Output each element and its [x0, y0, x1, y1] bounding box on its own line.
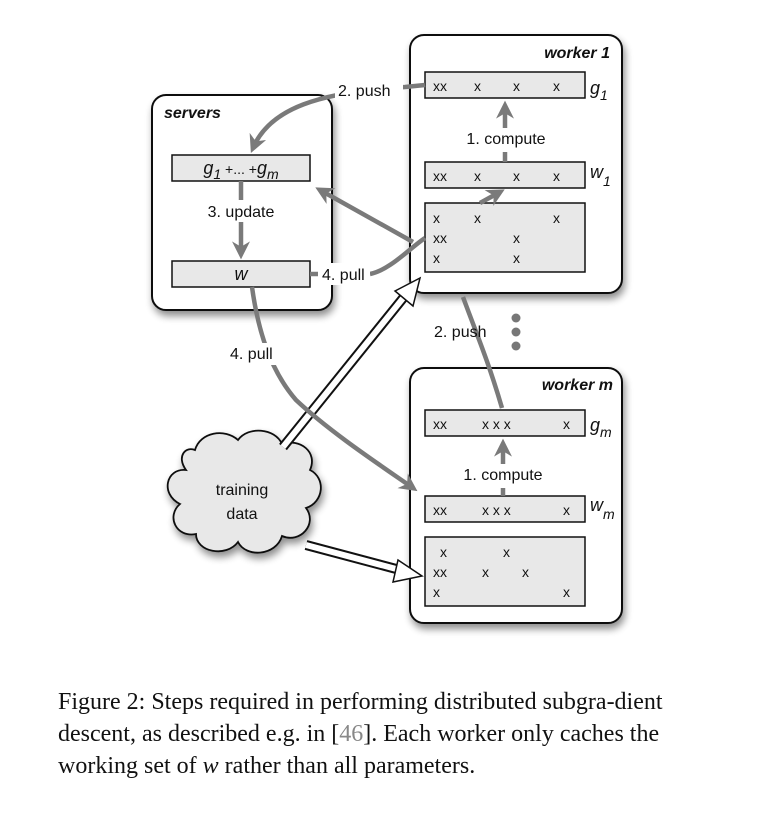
- weights-box: [171, 260, 311, 288]
- svg-text:x: x: [503, 544, 510, 560]
- worker-1-data-cells: x x x xx x x x: [433, 210, 560, 266]
- worker-1-g-label: g1: [590, 78, 608, 103]
- worker-1-w-label: w1: [590, 162, 611, 189]
- data-to-worker-m-arrow: [304, 540, 424, 583]
- svg-text:xx: xx: [433, 78, 447, 94]
- svg-text:x x x: x x x: [482, 502, 511, 518]
- caption-variable: w: [202, 753, 219, 779]
- worker-m-gradient-row: xx x x x x: [433, 416, 570, 432]
- svg-text:x: x: [513, 78, 520, 94]
- data-to-worker-1-arrow: [279, 276, 422, 451]
- worker-1-data-box: [424, 202, 586, 273]
- worker-1-node: worker 1 xx x x x g1 1. compute xx x x x…: [409, 34, 623, 294]
- flow-edges: [232, 82, 514, 496]
- svg-text:x: x: [513, 230, 520, 246]
- worker-m-node: worker m xx x x x x gm 1. compute xx x x…: [409, 367, 623, 624]
- svg-text:x: x: [474, 78, 481, 94]
- pull-m-label: 4. pull: [230, 346, 273, 363]
- svg-text:x x x: x x x: [482, 416, 511, 432]
- servers-title: servers: [164, 105, 221, 122]
- push-m-edge: [460, 296, 505, 409]
- svg-text:x: x: [553, 168, 560, 184]
- svg-text:x: x: [553, 210, 560, 226]
- caption-prefix: Figure 2: Steps required in performing d…: [58, 689, 663, 747]
- worker-m-weights-row: xx x x x x: [433, 502, 570, 518]
- training-data-label-2: data: [226, 506, 257, 523]
- worker-1-to-server-edge: [315, 187, 415, 244]
- distributed-subgradient-diagram: servers g1 +... +gm w worker 1 xx x x x …: [151, 34, 623, 624]
- svg-text:xx: xx: [433, 168, 447, 184]
- push-1-label: 2. push: [338, 83, 390, 100]
- svg-text:x: x: [553, 78, 560, 94]
- worker-1-gradient-row: xx x x x: [433, 78, 560, 94]
- gradient-sum-box: [171, 154, 311, 182]
- pull-1-label: 4. pull: [322, 267, 365, 284]
- svg-text:x: x: [513, 168, 520, 184]
- worker-m-data-cells: x x xx x x x x: [433, 544, 570, 600]
- gradient-sum-label: g1 +... +gm: [203, 158, 279, 182]
- worker-m-gradient-box: [424, 409, 586, 437]
- worker-m-weights-box: [424, 495, 586, 523]
- worker-1-compute-label: 1. compute: [466, 131, 545, 148]
- pull-m-edge: [249, 286, 418, 492]
- worker-1-weights-row: xx x x x: [433, 168, 560, 184]
- worker-m-w-label: wm: [590, 495, 615, 522]
- figure-caption: Figure 2: Steps required in performing d…: [58, 686, 738, 782]
- worker-m-title: worker m: [542, 377, 613, 394]
- svg-text:x: x: [482, 564, 489, 580]
- svg-text:x: x: [563, 416, 570, 432]
- caption-middle: ]. Each worker only caches the working s…: [58, 721, 660, 779]
- worker-1-gradient-box: [424, 71, 586, 99]
- svg-text:xx: xx: [433, 416, 447, 432]
- more-workers-ellipsis-icon: [511, 313, 521, 351]
- training-data-node: training data: [166, 429, 322, 554]
- worker-m-compute-label: 1. compute: [463, 467, 542, 484]
- weights-label: w: [235, 264, 249, 284]
- svg-text:x: x: [433, 250, 440, 266]
- training-data-label-1: training: [216, 482, 268, 499]
- pull-1-to-worker-edge: [369, 236, 427, 277]
- caption-suffix: rather than all parameters.: [218, 753, 476, 779]
- svg-text:x: x: [474, 168, 481, 184]
- svg-text:x: x: [433, 210, 440, 226]
- citation-link[interactable]: 46: [339, 721, 364, 747]
- svg-text:xx: xx: [433, 502, 447, 518]
- worker-1-title: worker 1: [544, 45, 610, 62]
- worker-1-weights-box: [424, 161, 586, 189]
- w1-from-data-edge: [478, 189, 505, 206]
- push-m-label: 2. push: [434, 324, 486, 341]
- svg-text:x: x: [474, 210, 481, 226]
- svg-text:x: x: [522, 564, 529, 580]
- svg-text:x: x: [563, 584, 570, 600]
- worker-m-g-label: gm: [590, 415, 612, 440]
- svg-text:xx: xx: [433, 564, 447, 580]
- svg-text:x: x: [513, 250, 520, 266]
- svg-text:x: x: [563, 502, 570, 518]
- update-label: 3. update: [208, 204, 275, 221]
- svg-text:xx: xx: [433, 230, 447, 246]
- svg-text:x: x: [440, 544, 447, 560]
- worker-m-data-box: [424, 536, 586, 607]
- svg-text:x: x: [433, 584, 440, 600]
